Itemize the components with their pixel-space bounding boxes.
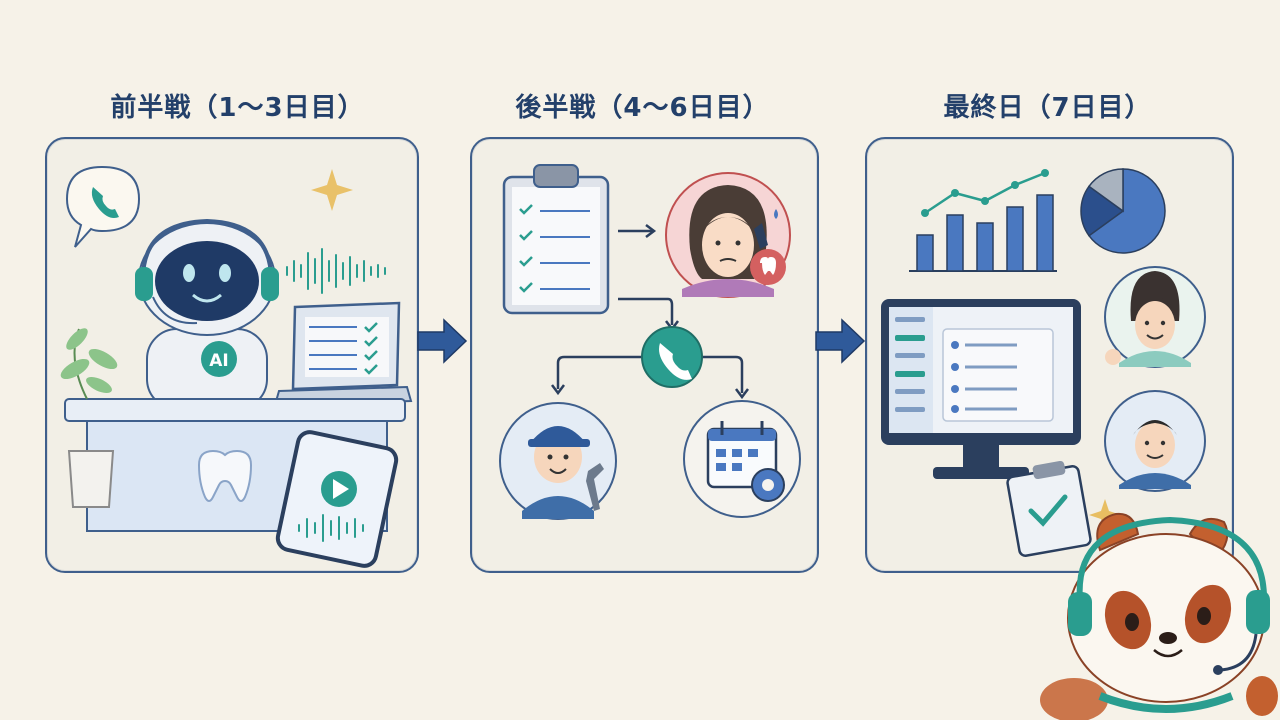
trend-point-1 [921, 209, 929, 217]
red-panda-mascot-icon [1040, 512, 1278, 720]
phase-title-3: 最終日（7日目） [943, 93, 1152, 123]
arrow-right-icon [815, 318, 866, 364]
phase-title-1: 前半戦（1〜3日目） [110, 93, 365, 123]
sparkle-icon [311, 169, 353, 211]
sound-wave-icon [286, 248, 386, 294]
pie-slice-3 [1087, 168, 1124, 213]
phone-call-icon [641, 326, 703, 388]
trend-point-3 [981, 197, 989, 205]
calendar-settings-icon [683, 400, 801, 518]
smartphone-icon [275, 430, 399, 568]
monitor-dashboard-icon [881, 299, 1081, 479]
phase-title-2: 後半戦（4〜6日目） [515, 93, 770, 123]
trend-point-4 [1011, 181, 1019, 189]
staff-avatar-icon [1104, 390, 1206, 492]
sparkle-icon [1089, 499, 1121, 531]
bar-5 [1036, 194, 1054, 272]
pie-slice-2 [1080, 185, 1125, 237]
bar-2 [946, 214, 964, 272]
trend-line [924, 171, 1046, 215]
ai-robot-icon [135, 218, 279, 410]
trend-point-2 [951, 189, 959, 197]
phase-panel-3 [865, 137, 1234, 573]
staff-avatar-icon [1104, 266, 1206, 368]
bar-chart-icon [909, 169, 1057, 272]
bar-1 [916, 234, 934, 272]
patient-avatar-icon [665, 172, 791, 298]
trend-point-5 [1041, 169, 1049, 177]
phone-bubble-icon [65, 165, 141, 248]
pie-slice-1 [1087, 168, 1166, 254]
laptop-icon [273, 301, 413, 407]
bar-3 [976, 222, 994, 272]
robot-badge: AI [209, 351, 228, 371]
clipboard-checklist-icon [502, 164, 610, 315]
technician-avatar-icon [499, 402, 617, 520]
phase-panel-2 [470, 137, 819, 573]
phase-panel-1: AI [45, 137, 419, 573]
plant-icon [60, 328, 118, 508]
arrow-right-icon [417, 318, 468, 364]
bar-4 [1006, 206, 1024, 272]
approved-clipboard-icon [1006, 460, 1092, 557]
pie-chart-icon [1080, 168, 1166, 254]
